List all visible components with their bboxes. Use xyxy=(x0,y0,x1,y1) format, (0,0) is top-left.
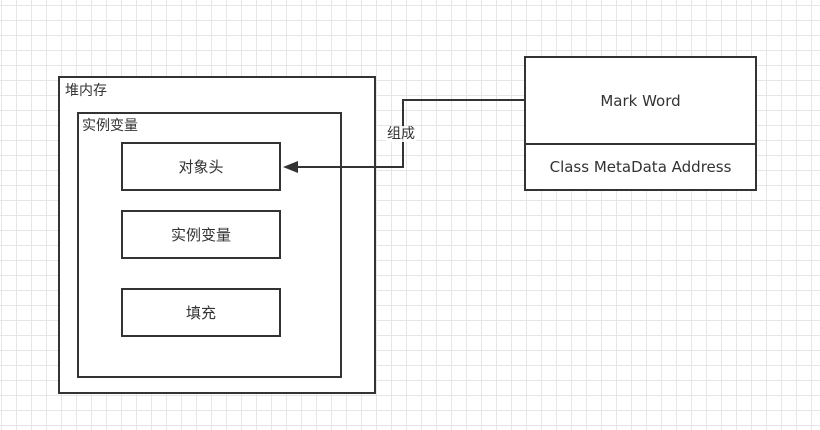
heap-memory-label: 堆内存 xyxy=(65,83,107,99)
instance-container-label: 实例变量 xyxy=(82,118,138,134)
composition-edge-label: 组成 xyxy=(386,126,416,142)
padding-label: 填充 xyxy=(185,304,216,322)
mark-word-label: Mark Word xyxy=(600,91,681,110)
mark-word-box[interactable]: Mark Word xyxy=(524,56,757,145)
class-metadata-address-label: Class MetaData Address xyxy=(549,158,732,176)
object-header-box[interactable]: 对象头 xyxy=(121,142,281,191)
padding-box[interactable]: 填充 xyxy=(121,288,281,337)
class-metadata-address-box[interactable]: Class MetaData Address xyxy=(524,143,757,191)
instance-data-label: 实例变量 xyxy=(170,226,231,244)
object-header-label: 对象头 xyxy=(178,158,224,176)
instance-data-box[interactable]: 实例变量 xyxy=(121,210,281,259)
